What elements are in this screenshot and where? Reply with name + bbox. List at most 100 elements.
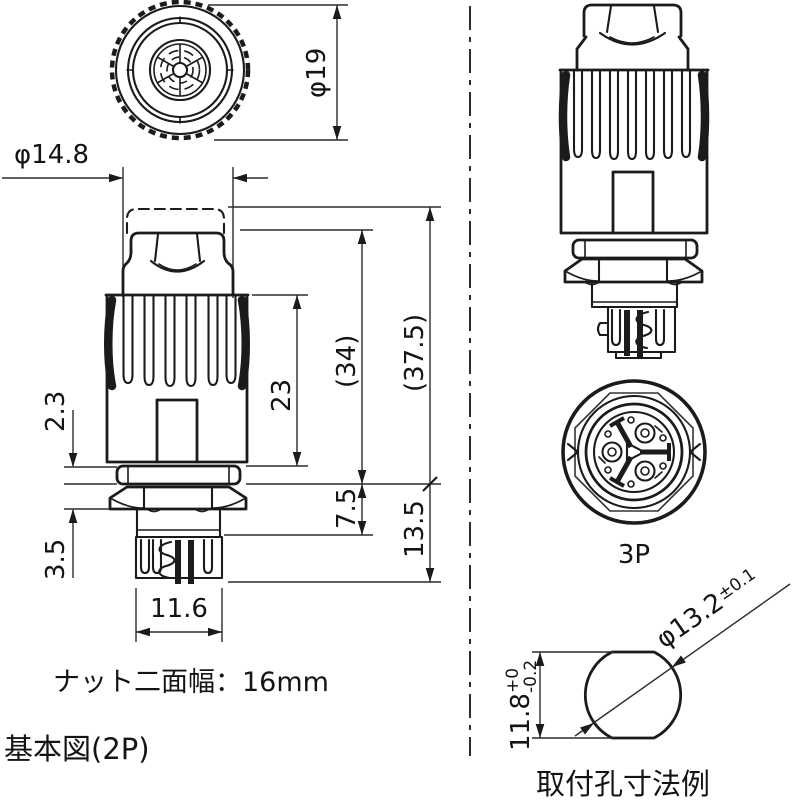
detail-dot: [659, 434, 667, 442]
hex-nut-facets: [142, 485, 214, 511]
solder-tab-squiggle: [635, 310, 653, 350]
rib-groove: [662, 68, 674, 160]
rib-groove: [122, 293, 134, 385]
basic-figure-label: 基本図(2P): [4, 732, 150, 766]
hex-nut-arcs: [566, 271, 701, 286]
width-label-group: 11.8 +0 -0.2: [503, 660, 541, 751]
key-notch-right: [688, 442, 702, 462]
outer-ring: [561, 379, 707, 525]
grip-shade-right: [697, 70, 710, 162]
rib-groove: [608, 68, 620, 161]
nut-width-note: ナット二面幅：16mm: [53, 667, 329, 698]
grip-shade-left: [558, 70, 571, 162]
dim-slash-mark: [422, 476, 438, 492]
rib-groove: [572, 68, 584, 159]
dim-label-37-5: (37.5): [400, 314, 430, 392]
insert-face: [592, 410, 676, 494]
hex-nut-arcs: [111, 498, 245, 513]
dim-label-11-6: 11.6: [150, 594, 208, 624]
grip-shade-left: [104, 295, 117, 391]
dimension-phi14-8: φ14.8: [2, 140, 268, 298]
latch-window: [611, 170, 655, 235]
gasket-ticks: [127, 466, 230, 484]
dim-label-11-8-tol-plus: +0: [503, 668, 523, 693]
rib-groove: [626, 68, 638, 161]
insert-rim: [148, 38, 212, 102]
cap-shoulders: [575, 35, 690, 72]
latch-lever: [605, 4, 660, 34]
insert-rim: [584, 402, 684, 502]
hex-nut-outline: [108, 485, 248, 511]
dim-label-34: (34): [332, 335, 362, 388]
bottom-prong: [614, 350, 663, 360]
y-divider-cap: [609, 416, 625, 428]
rib-groove: [143, 293, 155, 387]
cap-top-block: [582, 3, 683, 38]
latch-window: [155, 398, 199, 464]
latch-lever-arc-inner: [609, 36, 655, 44]
rib-groove: [185, 293, 197, 388]
cap-hidden-top: [125, 207, 226, 235]
terminal-slot: [139, 538, 151, 575]
rib-groove: [164, 293, 176, 388]
rib-groove: [680, 68, 692, 159]
dim-label-2-3: 2.3: [41, 391, 71, 432]
dim-label-13-5: 13.5: [400, 500, 430, 558]
terminal-block: [606, 305, 677, 354]
detail-dot: [627, 480, 635, 488]
terminal-block: [134, 535, 224, 580]
contact-center: [607, 447, 617, 457]
knurl-outer-ring: [109, 0, 251, 141]
key-notch-left: [566, 442, 580, 462]
front-view-3p: 3P: [561, 379, 707, 570]
gasket: [571, 238, 699, 260]
side-view-3p: [558, 3, 710, 360]
double-d-hole: [584, 650, 682, 740]
rib-groove: [590, 68, 602, 160]
dim-label-phi14-8: φ14.8: [14, 140, 89, 170]
center-hole: [171, 61, 189, 79]
contact: [634, 422, 656, 444]
mounting-hole-example: φ13.2 ±0.1 11.8 +0 -0.2 取付孔寸法例: [503, 565, 791, 800]
dim-label-11-8-tol-minus: -0.2: [521, 660, 541, 693]
solder-tab-squiggle: [158, 540, 176, 580]
latch-lever: [153, 232, 202, 263]
contact: [634, 460, 656, 482]
contact: [601, 441, 623, 463]
collar: [590, 280, 679, 309]
detail-dot: [627, 416, 635, 424]
contact-center: [640, 428, 650, 438]
terminal-slot: [202, 538, 214, 575]
inner-ring: [131, 21, 229, 119]
side-view-2p: [104, 207, 250, 584]
insert-spokes: [157, 44, 203, 96]
terminal-slot: [610, 308, 622, 347]
dim-label-phi19: φ19: [302, 48, 332, 98]
hex-nut-outline: [563, 257, 704, 284]
dim-label-phi13-2-tol: ±0.1: [714, 565, 759, 605]
dim-label-3-5: 3.5: [41, 539, 71, 580]
detail-dot: [604, 430, 612, 438]
diameter-label-group: φ13.2 ±0.1: [651, 565, 760, 655]
dim-label-11-8: 11.8: [506, 693, 536, 751]
dimension-11-6: 11.6: [135, 588, 223, 642]
mounting-hole-label: 取付孔寸法例: [536, 767, 710, 800]
dimension-2-3-and-3-5: 2.3 3.5: [41, 391, 117, 580]
detail-dot: [659, 462, 667, 470]
side-tab: [596, 321, 610, 337]
mid-ring: [126, 16, 234, 124]
gasket-ticks: [584, 240, 687, 258]
hex-nut-facets: [597, 257, 669, 284]
terminal-slot: [654, 308, 666, 347]
insert-segments-inner: [166, 56, 194, 84]
collar: [135, 507, 222, 539]
dimension-phi19: φ19: [208, 4, 348, 141]
top-view-2p: [109, 0, 251, 141]
gasket: [115, 464, 242, 486]
rib-groove: [644, 68, 656, 161]
y-divider-hub: [625, 441, 646, 463]
insert-face: [153, 43, 207, 97]
grip-shade-right: [237, 295, 250, 391]
front-view-label: 3P: [618, 540, 650, 570]
